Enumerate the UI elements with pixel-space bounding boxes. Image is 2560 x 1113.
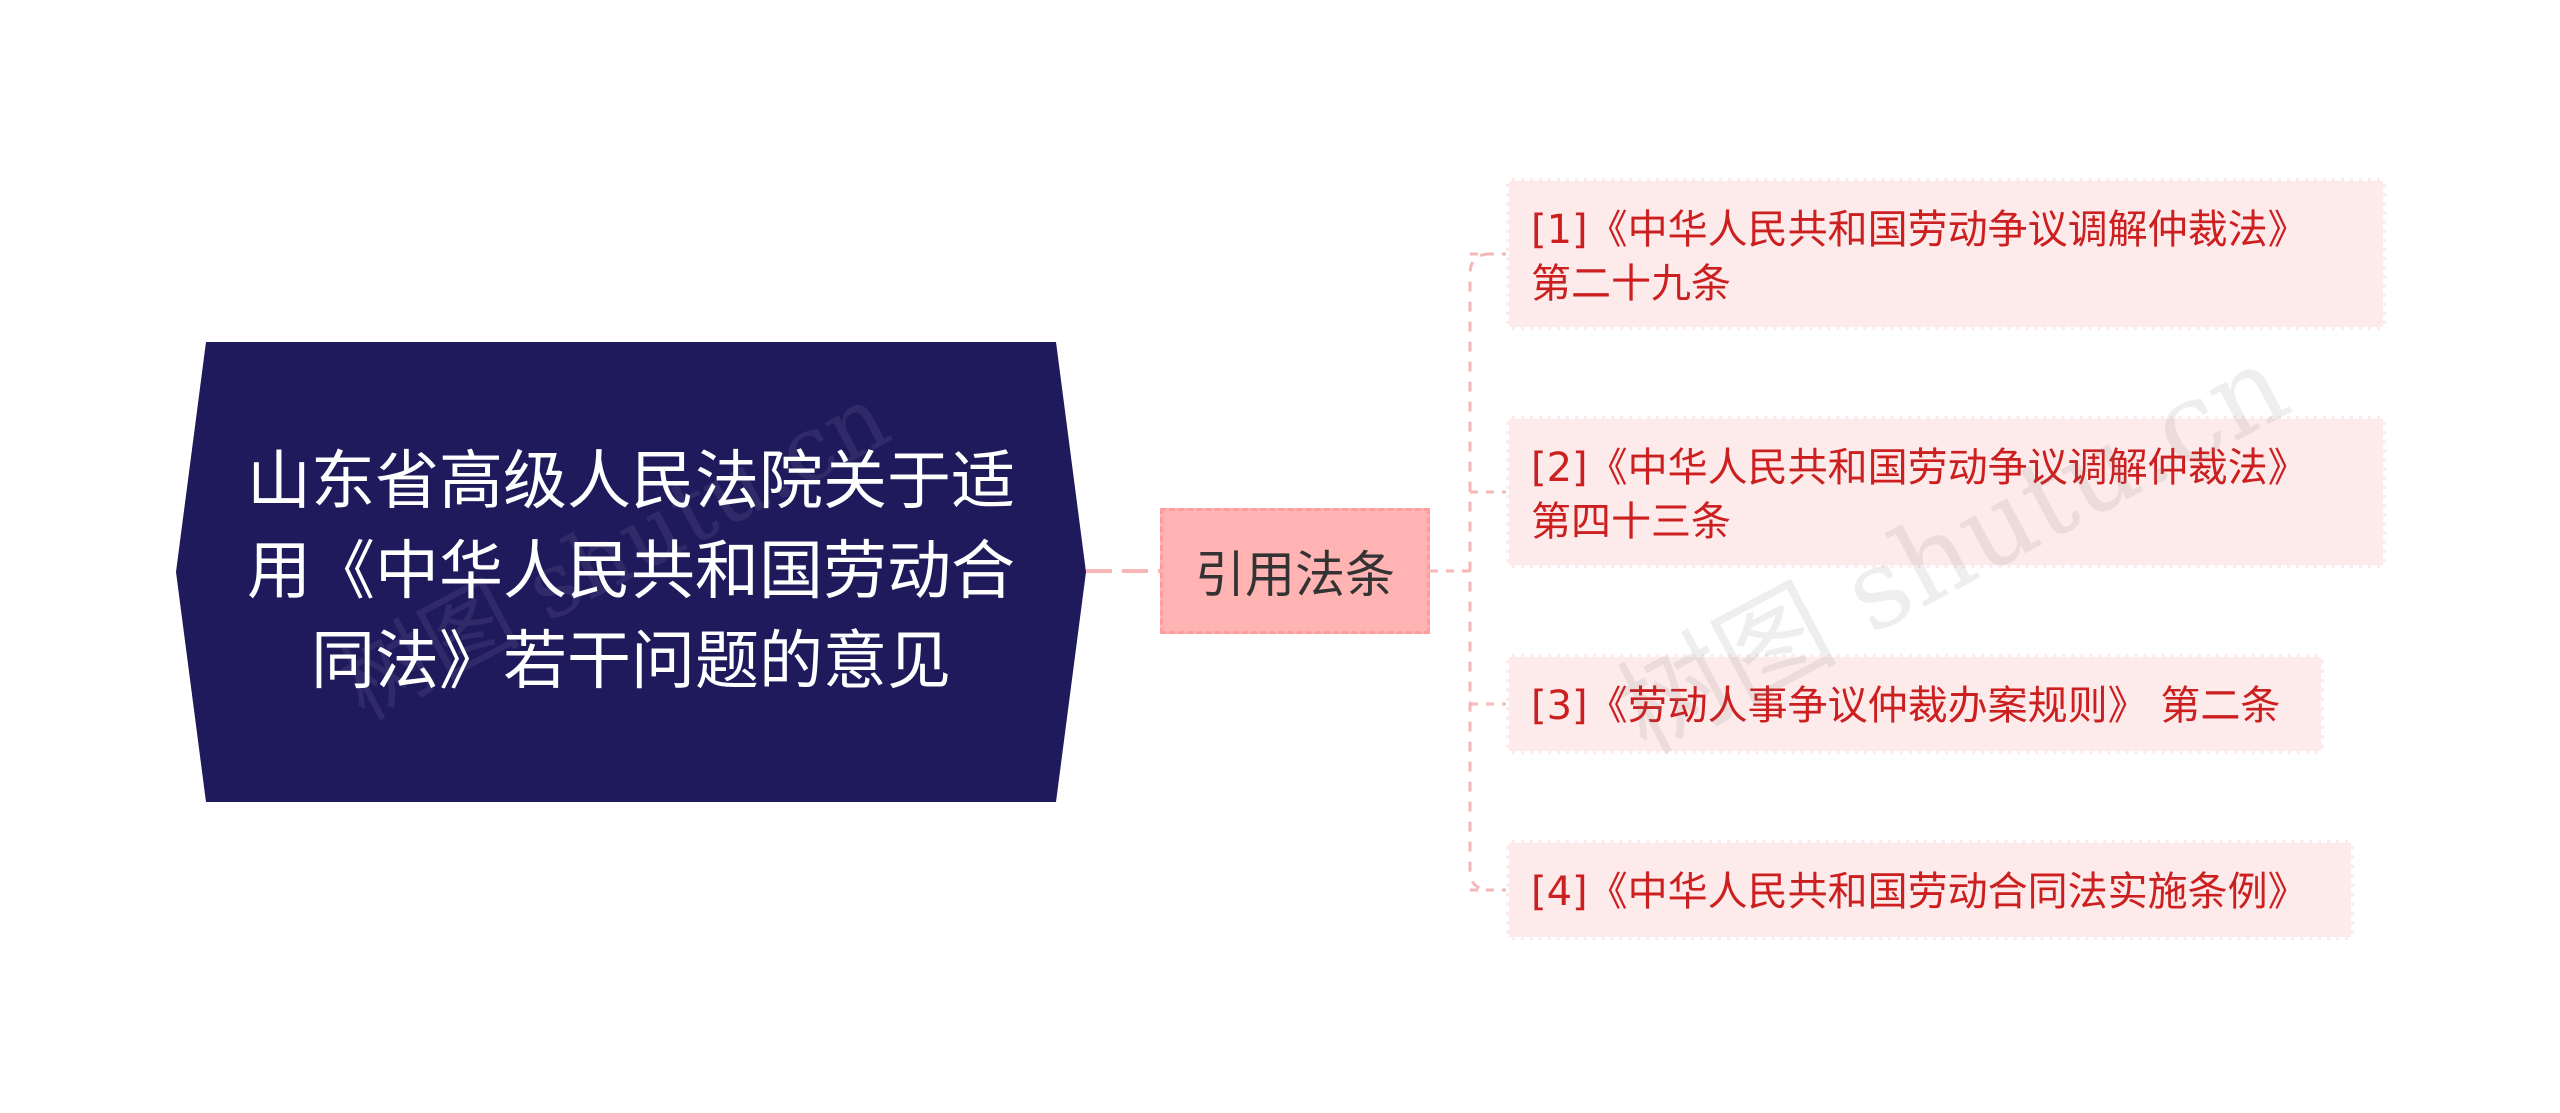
leaf-node-text: [2]《中华人民共和国劳动争议调解仲裁法》 第四十三条 xyxy=(1531,445,2308,545)
leaf-node-text: [3]《劳动人事争议仲裁办案规则》 第二条 xyxy=(1531,683,2281,729)
branch-trunk-line xyxy=(1468,252,1491,892)
root-topic-shape xyxy=(176,342,1086,802)
leaf-node-3[interactable]: [3]《劳动人事争议仲裁办案规则》 第二条 xyxy=(1506,654,2324,754)
branch-node-label: 引用法条 xyxy=(1195,546,1395,604)
leaf-node-text: [4]《中华人民共和国劳动合同法实施条例》 xyxy=(1531,869,2308,915)
leaf-node-1[interactable]: [1]《中华人民共和国劳动争议调解仲裁法》 第二十九条 xyxy=(1506,178,2386,330)
leaf-node-text: [1]《中华人民共和国劳动争议调解仲裁法》 第二十九条 xyxy=(1531,207,2308,307)
root-topic-title: 山东省高级人民法院关于适用《中华人民共和国劳动合同法》若干问题的意见 xyxy=(247,445,1015,699)
leaf-node-4[interactable]: [4]《中华人民共和国劳动合同法实施条例》 xyxy=(1506,840,2354,940)
branch-node-cited-articles[interactable]: 引用法条 xyxy=(1160,508,1430,634)
root-topic-node[interactable]: 山东省高级人民法院关于适用《中华人民共和国劳动合同法》若干问题的意见 xyxy=(176,342,1086,802)
leaf-node-2[interactable]: [2]《中华人民共和国劳动争议调解仲裁法》 第四十三条 xyxy=(1506,416,2386,568)
